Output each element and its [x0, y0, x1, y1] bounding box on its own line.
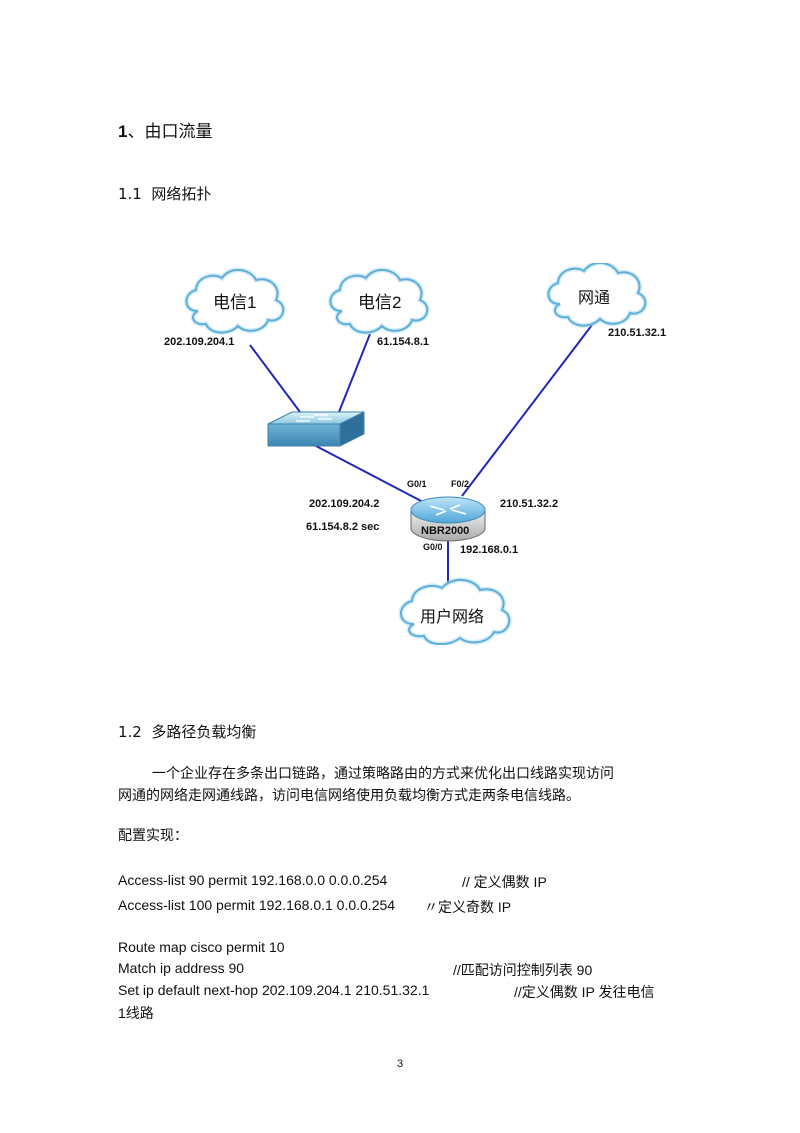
- code-line-6: 1线路: [118, 1005, 154, 1021]
- cloud-telecom1: [184, 267, 286, 335]
- cloud-users: [398, 577, 512, 645]
- cloud-unicom-label: 网通: [578, 289, 610, 307]
- code-comment-2: 〃定义奇数 IP: [424, 899, 512, 915]
- port-f02: F0/2: [451, 479, 469, 489]
- ip-router-unicom: 210.51.32.2: [500, 498, 558, 510]
- code-line-3: Route map cisco permit 10: [118, 939, 285, 955]
- heading-1: 1、由口流量: [118, 117, 212, 142]
- section-1-1-heading: 1.1 网络拓扑: [118, 183, 211, 204]
- paragraph-line-1: 一个企业存在多条出口链路，通过策略路由的方式来优化出口线路实现访问: [152, 766, 614, 782]
- cloud-telecom2: [328, 267, 430, 335]
- page-number: 3: [397, 1058, 404, 1070]
- code-line-2: Access-list 100 permit 192.168.0.1 0.0.0…: [118, 897, 396, 913]
- code-line-4: Match ip address 90: [118, 960, 245, 976]
- link-telecom1-switch: [249, 344, 301, 413]
- cloud-telecom2-label: 电信2: [358, 293, 401, 312]
- router-device: [410, 496, 486, 542]
- code-comment-1: // 定义偶数 IP: [462, 874, 547, 890]
- switch-device: [267, 411, 365, 447]
- section-1-1-number: 1.1: [118, 185, 142, 203]
- link-router-unicom: [461, 324, 593, 497]
- ip-router-lan: 192.168.0.1: [460, 544, 518, 556]
- cloud-unicom: [546, 263, 648, 328]
- ip-telecom2: 61.154.8.1: [377, 336, 429, 348]
- section-1-2-heading: 1.2 多路径负载均衡: [118, 721, 256, 742]
- ip-router-telecom1: 202.109.204.2: [309, 498, 379, 510]
- heading-1-number: 1: [118, 122, 128, 141]
- ip-telecom1: 202.109.204.1: [164, 336, 234, 348]
- cloud-telecom1-label: 电信1: [213, 293, 256, 312]
- section-1-2-title: 多路径负载均衡: [151, 723, 257, 741]
- port-g01: G0/1: [407, 479, 427, 489]
- code-line-5: Set ip default next-hop 202.109.204.1 21…: [118, 982, 430, 998]
- config-label: 配置实现：: [118, 828, 188, 844]
- code-comment-4: //匹配访问控制列表 90: [453, 962, 593, 978]
- section-1-1-title: 网络拓扑: [151, 185, 212, 203]
- code-comment-5: //定义偶数 IP 发往电信: [514, 984, 655, 1000]
- cloud-users-label: 用户网络: [420, 607, 484, 626]
- router-label: NBR2000: [421, 525, 469, 537]
- section-1-2-number: 1.2: [118, 723, 142, 741]
- link-switch-router: [315, 445, 426, 504]
- link-telecom2-switch: [338, 333, 371, 413]
- port-g00: G0/0: [423, 542, 443, 552]
- ip-unicom: 210.51.32.1: [608, 327, 666, 339]
- paragraph-line-2: 网通的网络走网通线路，访问电信网络使用负载均衡方式走两条电信线路。: [118, 788, 580, 804]
- heading-1-text: 、由口流量: [127, 122, 213, 142]
- ip-router-telecom2: 61.154.8.2 sec: [306, 521, 379, 533]
- network-topology-diagram: 电信1 电信2 网通 用户网络: [164, 263, 666, 645]
- code-line-1: Access-list 90 permit 192.168.0.0 0.0.0.…: [118, 872, 388, 888]
